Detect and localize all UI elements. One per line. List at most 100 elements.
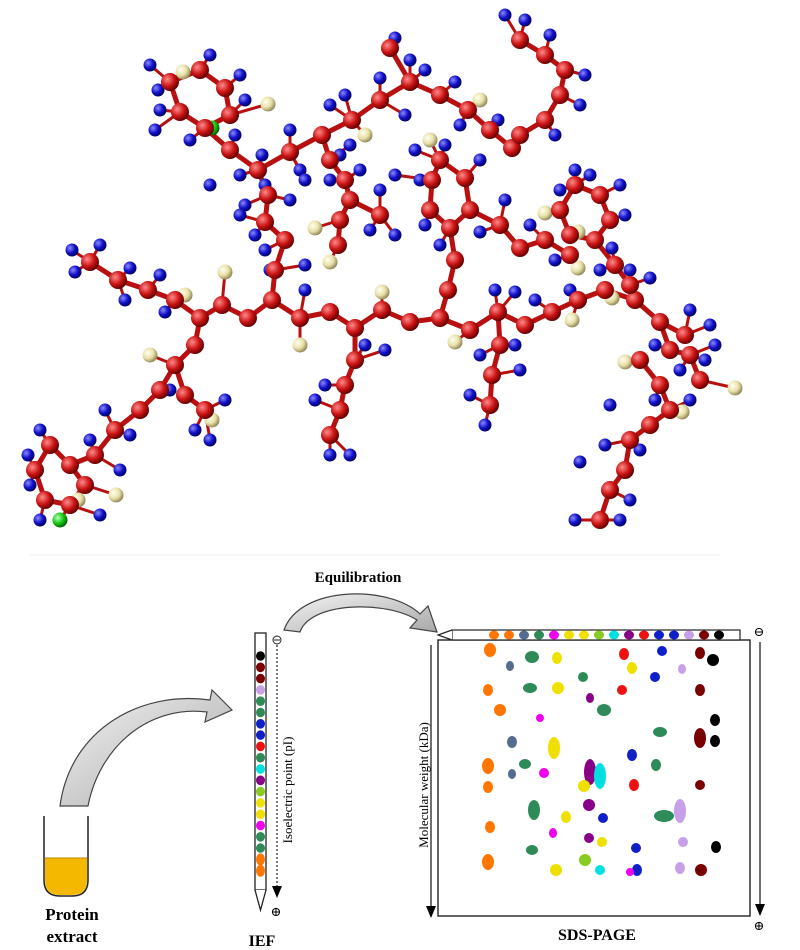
hydrogen-atom (548, 128, 562, 142)
hydrogen-atom (698, 353, 712, 367)
hydrogen-atom (403, 53, 417, 67)
sds-strip-band (594, 630, 604, 640)
oxygen-atom (175, 64, 191, 80)
protein-extract-liquid (45, 858, 87, 895)
hydrogen-atom (618, 208, 632, 222)
carbon-atom (461, 201, 479, 219)
sds-protein-spot (549, 828, 557, 838)
oxygen-atom (570, 260, 586, 276)
hydrogen-atom (323, 448, 337, 462)
sds-protein-spot (598, 813, 608, 823)
equilibration-label: Equilibration (315, 570, 402, 586)
hydrogen-atom (418, 63, 432, 77)
carbon-atom (346, 351, 364, 369)
ief-protein-band (256, 853, 265, 866)
hydrogen-atom (203, 178, 217, 192)
hydrogen-atom (298, 173, 312, 187)
sds-protein-spot (675, 862, 685, 874)
hydrogen-atom (473, 348, 487, 362)
sds-protein-spot (536, 714, 544, 722)
carbon-atom (61, 456, 79, 474)
sds-strip-band (639, 630, 649, 640)
hydrogen-atom (233, 208, 247, 222)
hydrogen-atom (605, 241, 619, 255)
carbon-atom (381, 39, 399, 57)
carbon-atom (423, 171, 441, 189)
ief-protein-band (256, 832, 265, 842)
sds-protein-spot (617, 685, 627, 695)
carbon-atom (373, 301, 391, 319)
molecular-weight-axis-label: Molecular weight (kDa) (416, 722, 431, 848)
hydrogen-atom (283, 193, 297, 207)
carbon-atom (626, 291, 644, 309)
carbon-atom (176, 386, 194, 404)
hydrogen-atom (358, 338, 372, 352)
sds-strip-band (699, 630, 709, 640)
sds-protein-spot (485, 821, 495, 833)
carbon-atom (213, 296, 231, 314)
hydrogen-atom (478, 418, 492, 432)
hydrogen-atom (248, 228, 262, 242)
carbon-atom (459, 101, 477, 119)
ief-ph-gradient-arrowhead (272, 886, 282, 898)
carbon-atom (431, 151, 449, 169)
hydrogen-atom (513, 363, 527, 377)
protein-ball-and-stick-model (21, 8, 743, 529)
protein-extract-label-line2: extract (47, 927, 98, 946)
hydrogen-atom (433, 238, 447, 252)
oxygen-atom (447, 334, 463, 350)
hydrogen-atom (33, 513, 47, 527)
hydrogen-atom (388, 168, 402, 182)
sds-strip-band (579, 630, 589, 640)
sds-protein-spot (710, 714, 720, 726)
carbon-atom (276, 231, 294, 249)
carbon-atom (461, 321, 479, 339)
sds-protein-spot (586, 693, 594, 703)
hydrogen-atom (463, 388, 477, 402)
sds-protein-spot (578, 672, 588, 682)
ief-protein-band (256, 764, 265, 774)
hydrogen-atom (255, 148, 269, 162)
hydrogen-atom (93, 508, 107, 522)
carbon-atom (489, 303, 507, 321)
carbon-atom (86, 446, 104, 464)
carbon-atom (331, 401, 349, 419)
sds-protein-spot (629, 779, 639, 791)
sds-protein-spot (707, 654, 719, 666)
carbon-atom (516, 316, 534, 334)
ief-protein-band (256, 719, 265, 729)
carbon-atom (221, 106, 239, 124)
hydrogen-atom (233, 68, 247, 82)
hydrogen-atom (123, 261, 137, 275)
hydrogen-atom (578, 68, 592, 82)
hydrogen-atom (673, 363, 687, 377)
carbon-atom (511, 126, 529, 144)
hydrogen-atom (498, 8, 512, 22)
hydrogen-atom (148, 123, 162, 137)
carbon-atom (441, 219, 459, 237)
hydrogen-atom (568, 513, 582, 527)
oxygen-atom (108, 487, 124, 503)
ief-strip (254, 632, 282, 913)
carbon-atom (336, 376, 354, 394)
hydrogen-atom (343, 448, 357, 462)
hydrogen-atom (143, 58, 157, 72)
carbon-atom (601, 481, 619, 499)
hydrogen-atom (293, 163, 307, 177)
hydrogen-atom (683, 303, 697, 317)
sds-current-arrowhead (755, 904, 765, 916)
carbon-atom (561, 226, 579, 244)
carbon-atom (511, 239, 529, 257)
sds-strip-band (564, 630, 574, 640)
ief-protein-band (256, 696, 265, 706)
sds-protein-spot (507, 736, 517, 748)
ief-protein-band (256, 662, 265, 673)
sds-protein-spot (694, 728, 706, 748)
hydrogen-atom (603, 398, 617, 412)
carbon-atom (106, 421, 124, 439)
hydrogen-atom (573, 98, 587, 112)
hydrogen-atom (238, 93, 252, 107)
ief-protein-band (256, 752, 265, 763)
sds-protein-spot (619, 648, 629, 660)
hydrogen-atom (523, 218, 537, 232)
